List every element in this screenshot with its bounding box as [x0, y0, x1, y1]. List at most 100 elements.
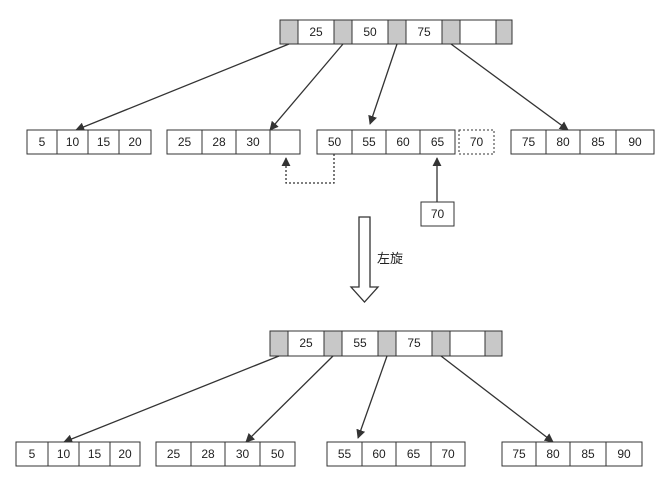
- after-leaf-2: 25 28 30 50: [155, 441, 296, 467]
- leaf-key: 50: [328, 135, 342, 149]
- root-key: 75: [407, 336, 421, 350]
- key-cell: [361, 441, 397, 467]
- leaf-key: 80: [556, 135, 570, 149]
- before-leaf-2: 25 28 30: [166, 129, 301, 155]
- overflow-key-cell: [458, 129, 495, 155]
- leaf-key: 90: [628, 135, 642, 149]
- leaf-key: 85: [591, 135, 605, 149]
- leaf-key: 15: [97, 135, 111, 149]
- child-pointer-arrow: [450, 43, 569, 131]
- key-cell: [224, 441, 261, 467]
- leaf-key: 10: [66, 135, 80, 149]
- leaf-key: 25: [167, 447, 181, 461]
- leaf-key: 60: [396, 135, 410, 149]
- root-key: 50: [363, 25, 377, 39]
- child-pointer-arrow: [75, 43, 290, 132]
- after-leaf-3: 55 60 65 70: [326, 441, 466, 467]
- leaf-key: 30: [236, 447, 250, 461]
- before-root-node: 25 50 75: [279, 19, 513, 45]
- key-cell: [605, 441, 643, 467]
- leaf-key: 65: [431, 135, 445, 149]
- key-cell: [287, 330, 325, 357]
- leaf-key: 5: [29, 447, 36, 461]
- key-cell: [430, 441, 466, 467]
- key-cell: [166, 129, 203, 155]
- pointer-slot: [377, 330, 397, 357]
- leaf-key: 20: [128, 135, 142, 149]
- key-cell: [419, 129, 456, 155]
- key-cell: [351, 129, 387, 155]
- leaf-key: 80: [546, 447, 560, 461]
- leaf-key: 55: [338, 447, 352, 461]
- operation-label: 左旋: [377, 252, 403, 267]
- after-tree: 25 55 75 5 10 15 20 25 28 30 50: [15, 330, 643, 467]
- key-cell: [459, 19, 497, 45]
- pointer-slot: [269, 330, 289, 357]
- insert-key: 70: [431, 207, 445, 221]
- leaf-key: 15: [88, 447, 102, 461]
- pointer-slot: [333, 19, 353, 45]
- leaf-key: 70: [441, 447, 455, 461]
- key-cell: [190, 441, 226, 467]
- key-cell: [109, 441, 141, 467]
- key-cell: [87, 129, 120, 155]
- child-pointer-arrow: [356, 355, 388, 439]
- transition-arrow: 左旋: [349, 216, 403, 303]
- leaf-key: 55: [362, 135, 376, 149]
- key-cell: [269, 129, 301, 155]
- leaf-key: 90: [617, 447, 631, 461]
- leaf-key: 5: [39, 135, 46, 149]
- leaf-key: 30: [246, 135, 260, 149]
- pointer-slot: [387, 19, 407, 45]
- leaf-key: 65: [407, 447, 421, 461]
- pointer-slot: [431, 330, 451, 357]
- key-cell: [615, 129, 655, 155]
- key-cell: [235, 129, 271, 155]
- pointer-slot: [495, 19, 513, 45]
- leaf-key: 75: [512, 447, 526, 461]
- key-cell: [259, 441, 296, 467]
- after-root-node: 25 55 75: [269, 330, 503, 357]
- before-leaf-3: 50 55 60 65: [316, 129, 456, 155]
- overflow-key: 70: [470, 135, 484, 149]
- key-cell: [351, 19, 389, 45]
- key-cell: [201, 129, 237, 155]
- leaf-key: 85: [581, 447, 595, 461]
- key-cell: [395, 330, 433, 357]
- overflow-cell: 70: [458, 129, 495, 155]
- key-cell: [56, 129, 89, 155]
- child-pointer-arrow: [368, 43, 398, 125]
- insert-node: 70: [420, 157, 455, 227]
- root-key: 25: [299, 336, 313, 350]
- key-cell: [535, 441, 571, 467]
- leaf-key: 28: [201, 447, 215, 461]
- before-tree: 25 50 75 5 10 15 20 25 28: [26, 19, 655, 227]
- pointer-slot: [484, 330, 503, 357]
- child-pointer-arrow: [63, 355, 280, 444]
- key-cell: [15, 441, 49, 467]
- child-pointer-arrow: [245, 355, 334, 443]
- root-key: 55: [353, 336, 367, 350]
- key-cell: [47, 441, 80, 467]
- leaf-key: 50: [271, 447, 285, 461]
- after-leaf-4: 75 80 85 90: [501, 441, 643, 467]
- key-cell: [385, 129, 421, 155]
- leaf-key: 10: [57, 447, 71, 461]
- leaf-key: 25: [178, 135, 192, 149]
- root-key: 75: [417, 25, 431, 39]
- key-cell: [405, 19, 443, 45]
- before-leaf-4: 75 80 85 90: [510, 129, 655, 155]
- pointer-slot: [279, 19, 299, 45]
- leaf-key: 20: [118, 447, 132, 461]
- key-cell: [341, 330, 379, 357]
- before-leaf-1: 5 10 15 20: [26, 129, 152, 155]
- key-cell: [118, 129, 152, 155]
- key-cell: [449, 330, 486, 357]
- leaf-key: 75: [522, 135, 536, 149]
- leaf-key: 60: [372, 447, 386, 461]
- root-key: 25: [309, 25, 323, 39]
- child-pointer-arrow: [440, 355, 554, 443]
- insert-key-cell: [420, 201, 455, 227]
- after-leaf-1: 5 10 15 20: [15, 441, 141, 467]
